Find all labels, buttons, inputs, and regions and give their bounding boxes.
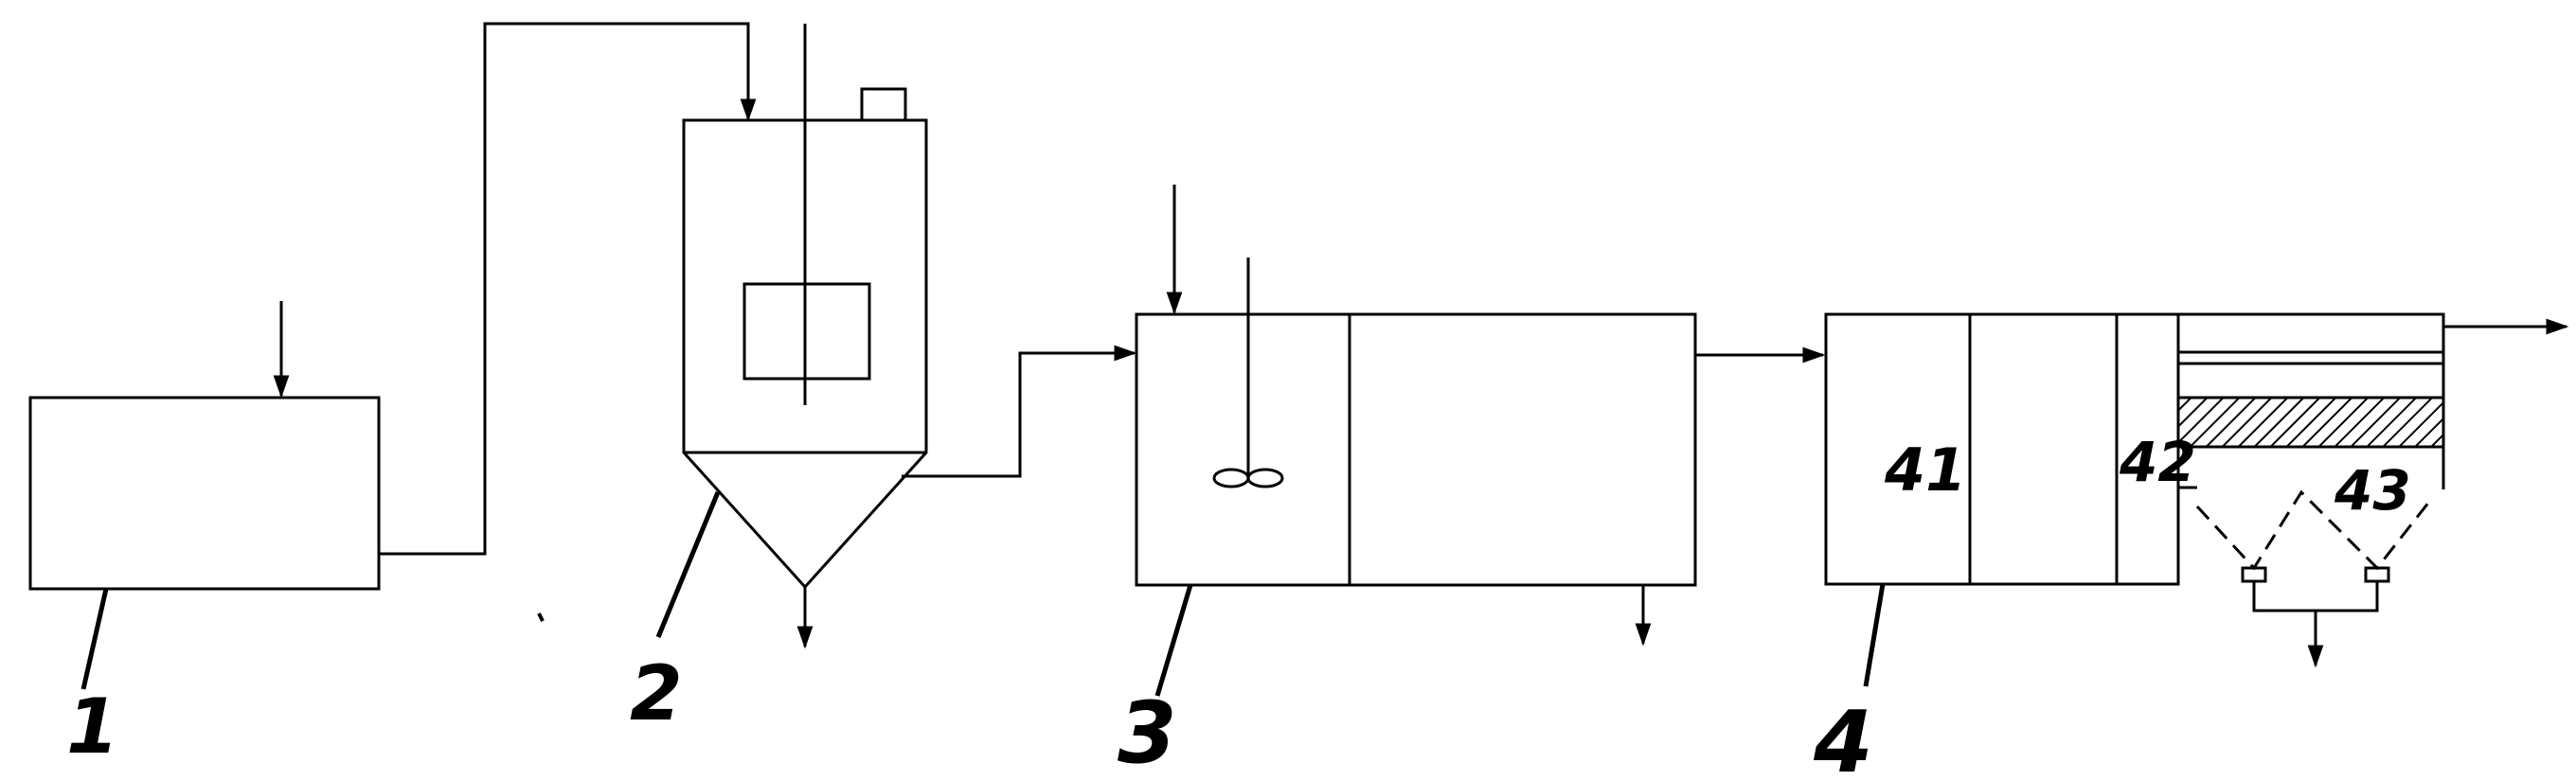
leader-2 <box>655 491 721 638</box>
unit-3-mixer-blade-left <box>1212 468 1250 488</box>
label-unit-1: 1 <box>66 683 119 771</box>
leader-1 <box>80 588 109 690</box>
unit-2-agitator-paddle <box>742 282 871 381</box>
label-chamber-42: 42 <box>2119 430 2196 494</box>
leader-4 <box>1863 583 1886 687</box>
unit-3-mixer-blade-right <box>1246 468 1284 488</box>
leader-3 <box>1154 584 1193 697</box>
unit-4-sludge-collector <box>2252 581 2379 612</box>
unit-3-tank <box>1135 312 1697 587</box>
unit-4-hopper-left <box>2195 489 2431 571</box>
unit-1-tank <box>28 396 381 591</box>
label-chamber-41: 41 <box>1884 435 1966 505</box>
unit-2-vent-box <box>860 87 907 122</box>
label-unit-3: 3 <box>1118 683 1177 781</box>
stray-mark <box>537 612 545 622</box>
label-chamber-43: 43 <box>2334 458 2411 523</box>
label-unit-4: 4 <box>1813 693 1873 781</box>
pipe-2-to-3 <box>902 345 1137 478</box>
unit-4-filter-media <box>2176 396 2445 449</box>
label-unit-2: 2 <box>630 649 683 737</box>
pipe-1-to-2 <box>379 22 757 556</box>
